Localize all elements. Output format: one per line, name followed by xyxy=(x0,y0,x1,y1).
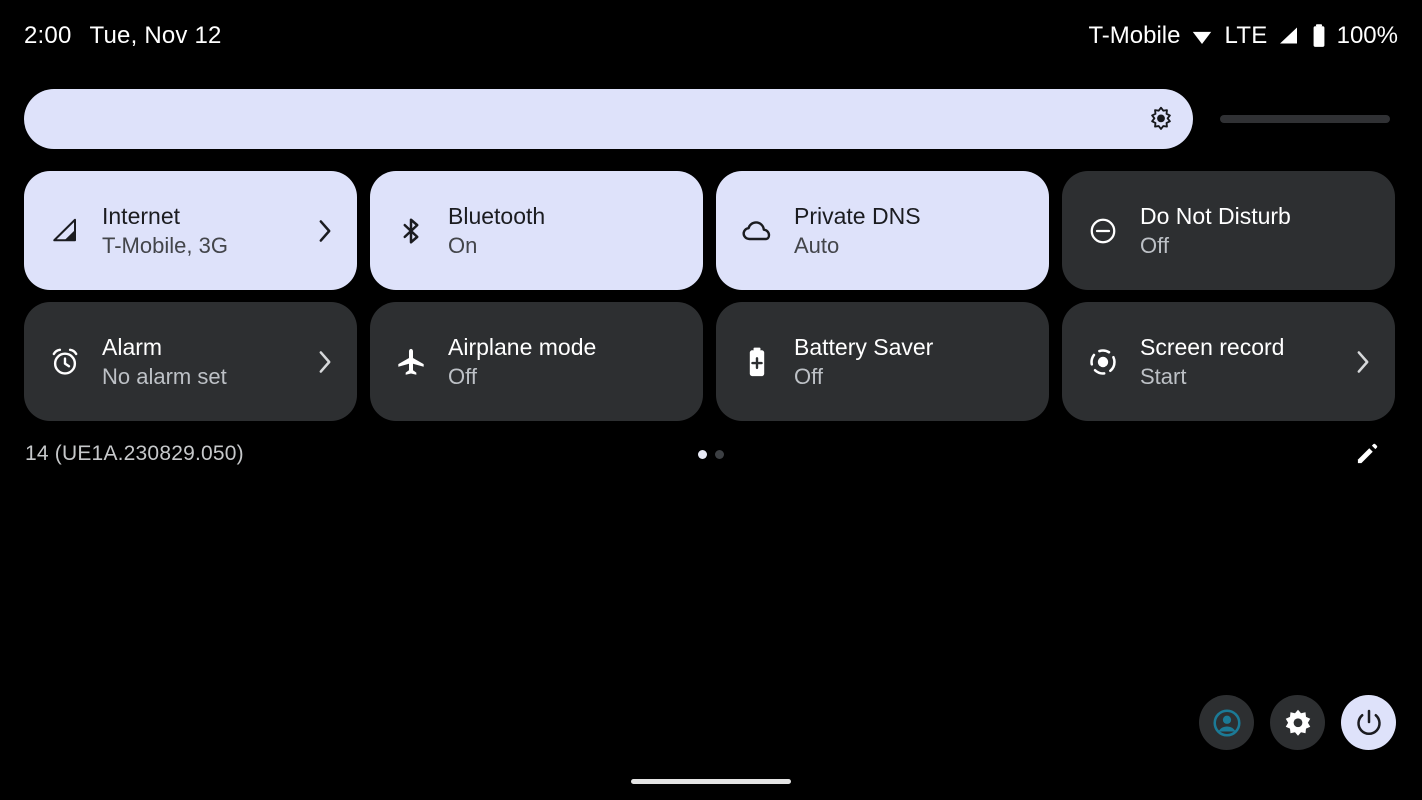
tile-subtitle: Off xyxy=(448,363,477,389)
cloud-icon xyxy=(738,212,776,250)
tile-title: Bluetooth xyxy=(448,202,546,229)
status-date: Tue, Nov 12 xyxy=(89,22,222,49)
tile-title: Do Not Disturb xyxy=(1140,202,1291,229)
build-version-label: 14 (UE1A.230829.050) xyxy=(25,442,244,465)
tile-row: Internet T-Mobile, 3G Bluetooth On xyxy=(24,171,1398,290)
tile-title: Screen record xyxy=(1140,333,1285,360)
tile-subtitle: Auto xyxy=(794,232,840,258)
tile-title: Airplane mode xyxy=(448,333,597,360)
pencil-icon[interactable] xyxy=(1354,441,1380,467)
signal-bars-icon xyxy=(46,212,84,250)
tile-title: Private DNS xyxy=(794,202,921,229)
brightness-slider-track[interactable] xyxy=(1220,115,1390,123)
tile-title: Battery Saver xyxy=(794,333,934,360)
brightness-slider[interactable] xyxy=(24,89,1398,149)
tile-text: Alarm No alarm set xyxy=(102,334,227,390)
tile-bluetooth[interactable]: Bluetooth On xyxy=(370,171,703,290)
page-dot-2[interactable] xyxy=(715,450,724,459)
page-indicator-dots[interactable] xyxy=(698,450,724,459)
status-bar-right: T-Mobile LTE 100% xyxy=(1088,22,1398,50)
tile-private-dns[interactable]: Private DNS Auto xyxy=(716,171,1049,290)
quick-settings-tile-grid: Internet T-Mobile, 3G Bluetooth On xyxy=(24,171,1398,433)
signal-bars-icon xyxy=(1277,24,1301,48)
network-type-label: LTE xyxy=(1224,22,1268,49)
tile-text: Private DNS Auto xyxy=(794,203,921,259)
tile-title: Alarm xyxy=(102,333,163,360)
tile-text: Screen record Start xyxy=(1140,334,1284,390)
tile-do-not-disturb[interactable]: Do Not Disturb Off xyxy=(1062,171,1395,290)
battery-percent-label: 100% xyxy=(1336,22,1398,49)
page-dot-1[interactable] xyxy=(698,450,707,459)
carrier-label: T-Mobile xyxy=(1088,22,1181,49)
navigation-bar xyxy=(0,760,1422,800)
airplane-icon xyxy=(392,343,430,381)
power-button[interactable] xyxy=(1341,695,1396,750)
tile-text: Bluetooth On xyxy=(448,203,545,259)
brightness-slider-fill[interactable] xyxy=(24,89,1193,149)
tile-row: Alarm No alarm set Airplane mode Off xyxy=(24,302,1398,421)
tile-text: Internet T-Mobile, 3G xyxy=(102,203,228,259)
tile-subtitle: On xyxy=(448,232,478,258)
settings-button[interactable] xyxy=(1270,695,1325,750)
tile-subtitle: Off xyxy=(794,363,823,389)
chevron-right-icon[interactable] xyxy=(1353,349,1373,375)
tile-subtitle: T-Mobile, 3G xyxy=(102,232,228,258)
status-bar-left: 2:00 Tue, Nov 12 xyxy=(24,22,222,50)
power-icon xyxy=(1354,708,1384,738)
status-clock: 2:00 xyxy=(24,22,72,49)
footer-meta-row: 14 (UE1A.230829.050) xyxy=(0,440,1422,476)
battery-icon xyxy=(1310,23,1328,49)
chevron-right-icon[interactable] xyxy=(315,218,335,244)
tile-alarm[interactable]: Alarm No alarm set xyxy=(24,302,357,421)
tile-battery-saver[interactable]: Battery Saver Off xyxy=(716,302,1049,421)
tile-airplane-mode[interactable]: Airplane mode Off xyxy=(370,302,703,421)
status-bar: 2:00 Tue, Nov 12 T-Mobile LTE 100% xyxy=(0,0,1422,72)
tile-internet[interactable]: Internet T-Mobile, 3G xyxy=(24,171,357,290)
record-circle-icon xyxy=(1084,343,1122,381)
tile-screen-record[interactable]: Screen record Start xyxy=(1062,302,1395,421)
tile-subtitle: Start xyxy=(1140,363,1187,389)
tile-title: Internet xyxy=(102,202,180,229)
home-gesture-pill[interactable] xyxy=(631,779,791,784)
battery-plus-icon xyxy=(738,343,776,381)
tile-subtitle: No alarm set xyxy=(102,363,227,389)
tile-text: Battery Saver Off xyxy=(794,334,933,390)
user-switcher-button[interactable] xyxy=(1199,695,1254,750)
wifi-icon xyxy=(1189,23,1215,49)
brightness-icon xyxy=(1148,106,1174,132)
bluetooth-icon xyxy=(392,212,430,250)
tile-subtitle: Off xyxy=(1140,232,1169,258)
account-circle-icon xyxy=(1211,707,1243,739)
chevron-right-icon[interactable] xyxy=(315,349,335,375)
alarm-clock-icon xyxy=(46,343,84,381)
tile-text: Do Not Disturb Off xyxy=(1140,203,1291,259)
tile-text: Airplane mode Off xyxy=(448,334,596,390)
gear-icon xyxy=(1283,708,1313,738)
minus-circle-icon xyxy=(1084,212,1122,250)
bottom-action-buttons xyxy=(1199,695,1396,750)
